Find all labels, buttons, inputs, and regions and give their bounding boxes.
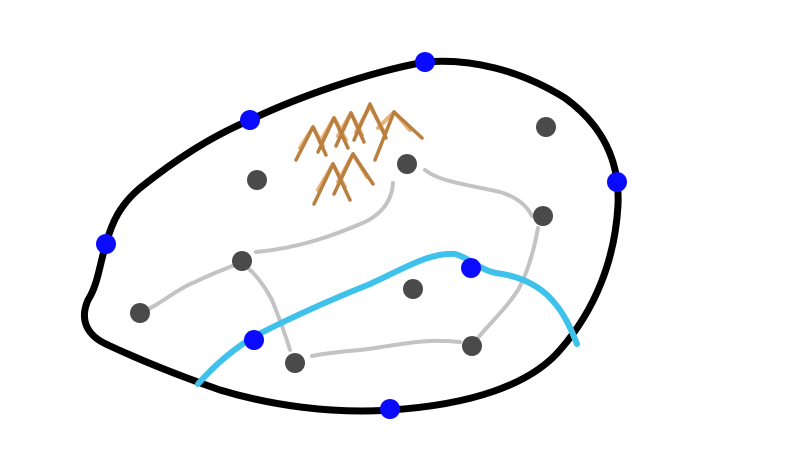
- road-east-to-southeast: [476, 226, 540, 340]
- edge-nodes: [96, 52, 627, 419]
- border-node-icon: [607, 172, 627, 192]
- settlement-dot-icon: [232, 251, 252, 271]
- road-south-west-to-west-central: [246, 266, 292, 352]
- settlement-dot-icon: [247, 170, 267, 190]
- mountain-icon: [294, 102, 424, 206]
- settlements: [130, 117, 556, 373]
- settlement-dot-icon: [397, 154, 417, 174]
- settlement-dot-icon: [533, 206, 553, 226]
- road-southeast-to-south-west: [310, 338, 462, 358]
- border-node-icon: [240, 110, 260, 130]
- border-node-icon: [461, 258, 481, 278]
- road-network: [138, 168, 540, 358]
- settlement-dot-icon: [462, 336, 482, 356]
- settlement-dot-icon: [536, 117, 556, 137]
- border-node-icon: [244, 330, 264, 350]
- settlement-dot-icon: [285, 353, 305, 373]
- road-west-to-west-central: [138, 260, 244, 315]
- road-north-central-to-east: [423, 168, 534, 218]
- border-node-icon: [96, 234, 116, 254]
- border-node-icon: [380, 399, 400, 419]
- settlement-dot-icon: [403, 279, 423, 299]
- road-west-central-to-north-central: [254, 181, 395, 254]
- border-node-icon: [415, 52, 435, 72]
- settlement-dot-icon: [130, 303, 150, 323]
